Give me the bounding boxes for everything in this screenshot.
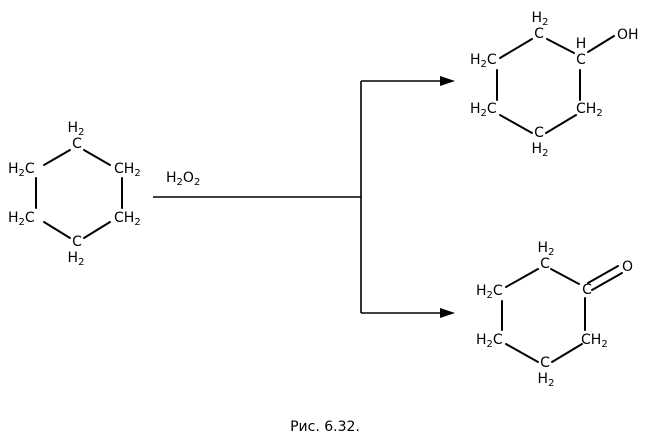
atom-label: H2C bbox=[8, 161, 35, 179]
bond bbox=[505, 343, 539, 363]
atom-label: CH2 bbox=[114, 161, 141, 179]
atom-label: C bbox=[72, 136, 82, 152]
atom-label: H2C bbox=[476, 283, 503, 301]
atom-label: C bbox=[576, 52, 586, 68]
bond-c-oh bbox=[587, 35, 615, 53]
hydroxyl-label: OH bbox=[617, 27, 639, 43]
atom-label: H2 bbox=[532, 10, 549, 28]
atom-label: CH2 bbox=[581, 332, 608, 350]
bond bbox=[43, 221, 71, 239]
bond-c-o-double bbox=[591, 272, 623, 291]
bond bbox=[83, 149, 111, 166]
atom-label: CH2 bbox=[576, 101, 603, 119]
atom-label: CH2 bbox=[114, 210, 141, 228]
branching-arrow bbox=[153, 76, 455, 318]
atom-label: C bbox=[534, 26, 544, 42]
arrow-upper-head bbox=[440, 76, 455, 86]
bond-c-o-double bbox=[587, 265, 619, 284]
atom-label: H2C bbox=[470, 101, 497, 119]
atom-label: H2 bbox=[538, 371, 555, 389]
reagent-label: H2O2 bbox=[166, 170, 200, 188]
atom-label: C bbox=[534, 125, 544, 141]
atom-label: C bbox=[582, 282, 592, 298]
oxygen-label: O bbox=[622, 259, 633, 275]
atom-label: H2 bbox=[532, 141, 549, 159]
atom-label: H2 bbox=[68, 120, 85, 138]
atom-label: H2C bbox=[476, 332, 503, 350]
atom-label: H2 bbox=[68, 250, 85, 268]
atom-label: C bbox=[540, 355, 550, 371]
arrow-lower-head bbox=[440, 308, 455, 318]
bond bbox=[551, 343, 583, 363]
bond bbox=[499, 38, 533, 59]
atom-label: H2C bbox=[8, 210, 35, 228]
atom-label: C bbox=[72, 234, 82, 250]
figure-caption: Рис. 6.32. bbox=[290, 419, 360, 435]
bond bbox=[499, 114, 533, 134]
atom-label: H bbox=[576, 36, 587, 52]
bond bbox=[550, 268, 580, 285]
atom-label: C bbox=[540, 256, 550, 272]
bond bbox=[545, 114, 577, 134]
bond bbox=[546, 38, 575, 54]
atom-label: H2 bbox=[538, 240, 555, 258]
cyclohexanol-molecule: H2 C H C OH H2C H2C CH2 C H2 bbox=[470, 10, 639, 159]
atom-label: H2C bbox=[470, 52, 497, 70]
cyclohexanone-molecule: H2 C C O H2C H2C CH2 C H2 bbox=[476, 240, 633, 389]
bond bbox=[43, 149, 71, 166]
bond bbox=[505, 268, 539, 288]
cyclohexane-molecule: H2 C CH2 CH2 C H2 H2C H2C bbox=[8, 120, 141, 268]
bond bbox=[83, 221, 111, 239]
